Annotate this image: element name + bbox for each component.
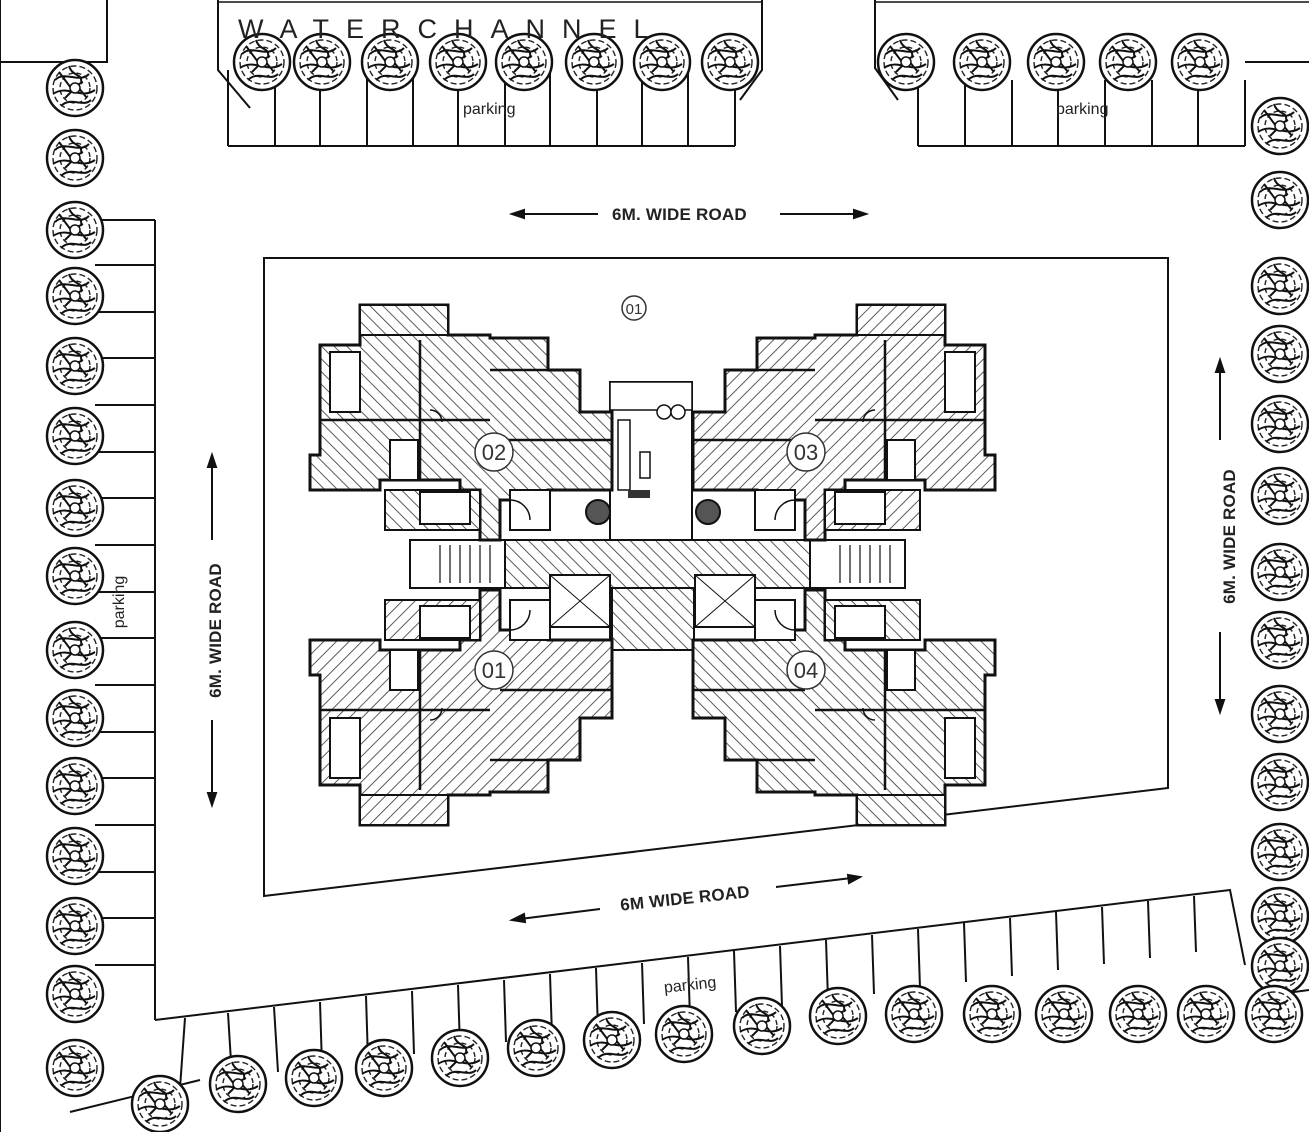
flat-marker-01: [474, 650, 514, 690]
parking-bays-top-left: [227, 70, 736, 147]
parking-label-top-left: parking: [463, 101, 516, 118]
flat-label-03: 03: [794, 440, 818, 465]
road-label-top: 6M. WIDE ROAD: [612, 205, 747, 224]
parking-label-top-right: parking: [1056, 101, 1109, 118]
parking-label-left: parking: [111, 575, 129, 629]
parking-bays-bottom: [154, 888, 1246, 1089]
flat-marker-04: [786, 650, 826, 690]
plot-boundary: [263, 257, 1169, 898]
flat-marker-03: [786, 432, 826, 472]
road-label-right: 6M. WIDE ROAD: [1219, 469, 1239, 604]
flat-label-02: 02: [482, 440, 506, 465]
road-arrows: [206, 208, 1226, 924]
flat-label-01: 01: [482, 658, 506, 683]
plot-number: 01: [626, 301, 643, 318]
plot-number-marker: [621, 295, 647, 321]
road-label-left: 6M. WIDE ROAD: [205, 563, 225, 698]
flat-block-02: [308, 303, 614, 542]
flat-block-03: [691, 303, 997, 542]
flat-label-04: 04: [794, 658, 818, 683]
building: [308, 303, 997, 827]
parking-bays-top-right: [917, 80, 1246, 147]
flat-marker-02: [474, 432, 514, 472]
water-channel-label: WATERCHANNEL: [238, 14, 666, 44]
